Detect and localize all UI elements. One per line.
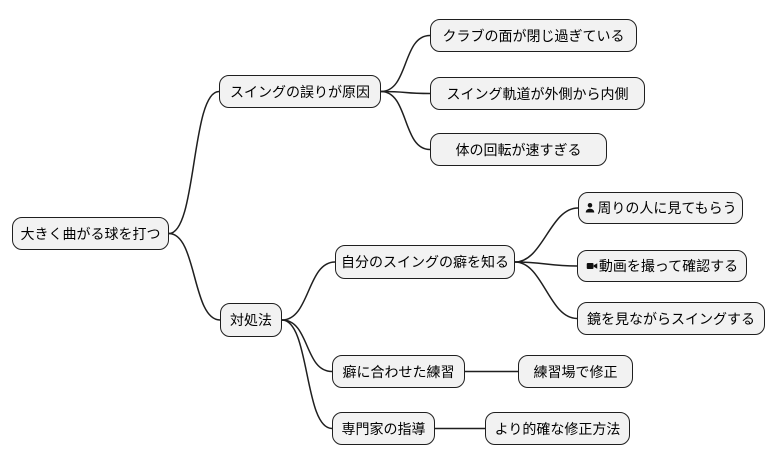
node-know-habit[interactable]: 自分のスイングの癖を知る: [335, 245, 515, 279]
connector-remedy-expert: [281, 319, 333, 430]
node-root[interactable]: 大きく曲がる球を打つ: [12, 217, 169, 250]
user-icon: [584, 202, 596, 214]
node-cause-swingpath[interactable]: スイング軌道が外側から内側: [430, 77, 645, 110]
node-cause[interactable]: スイングの誤りが原因: [219, 75, 381, 108]
connector-root-cause: [168, 90, 220, 235]
connector-cause-leaf2: [380, 90, 431, 95]
node-practice-fix-label: 練習場で修正: [533, 363, 618, 380]
node-mirror[interactable]: 鏡を見ながらスイングする: [577, 302, 765, 335]
node-cause-swingpath-label: スイング軌道が外側から内側: [446, 85, 629, 102]
node-cause-clubface[interactable]: クラブの面が閉じ過ぎている: [430, 19, 637, 52]
connector-remedy-knowhabit: [281, 261, 336, 321]
node-remedy[interactable]: 対処法: [220, 303, 282, 337]
node-cause-rotation-label: 体の回転が速すぎる: [455, 141, 582, 158]
node-record-video[interactable]: 動画を撮って確認する: [577, 250, 747, 282]
node-root-label: 大きく曲がる球を打つ: [20, 225, 161, 242]
node-expert-fix-label: より的確な修正方法: [494, 420, 621, 437]
node-cause-clubface-label: クラブの面が閉じ過ぎている: [442, 27, 625, 44]
node-expert-fix[interactable]: より的確な修正方法: [485, 412, 630, 445]
node-practice[interactable]: 癖に合わせた練習: [332, 355, 465, 388]
node-ask-others[interactable]: 周りの人に見てもらう: [578, 192, 743, 224]
node-expert-label: 専門家の指導: [341, 420, 426, 437]
connector-remedy-practice: [281, 319, 333, 373]
node-practice-label: 癖に合わせた練習: [342, 363, 455, 380]
connector-knowhabit-video: [514, 261, 578, 267]
node-remedy-label: 対処法: [230, 312, 272, 328]
node-practice-fix[interactable]: 練習場で修正: [518, 355, 633, 388]
node-ask-others-label: 周りの人に見てもらう: [597, 200, 737, 216]
node-expert[interactable]: 専門家の指導: [332, 412, 435, 445]
connector-knowhabit-ask: [514, 207, 579, 263]
video-camera-icon: [586, 260, 598, 272]
node-know-habit-label: 自分のスイングの癖を知る: [341, 254, 509, 270]
node-record-video-label: 動画を撮って確認する: [598, 258, 739, 274]
connector-root-remedy: [168, 232, 221, 321]
node-cause-rotation[interactable]: 体の回転が速すぎる: [430, 133, 607, 166]
connector-cause-leaf1: [380, 34, 431, 93]
node-mirror-label: 鏡を見ながらスイングする: [587, 310, 755, 327]
node-cause-label: スイングの誤りが原因: [230, 83, 370, 100]
connector-cause-leaf3: [380, 90, 431, 151]
connector-knowhabit-mirror: [514, 261, 578, 320]
